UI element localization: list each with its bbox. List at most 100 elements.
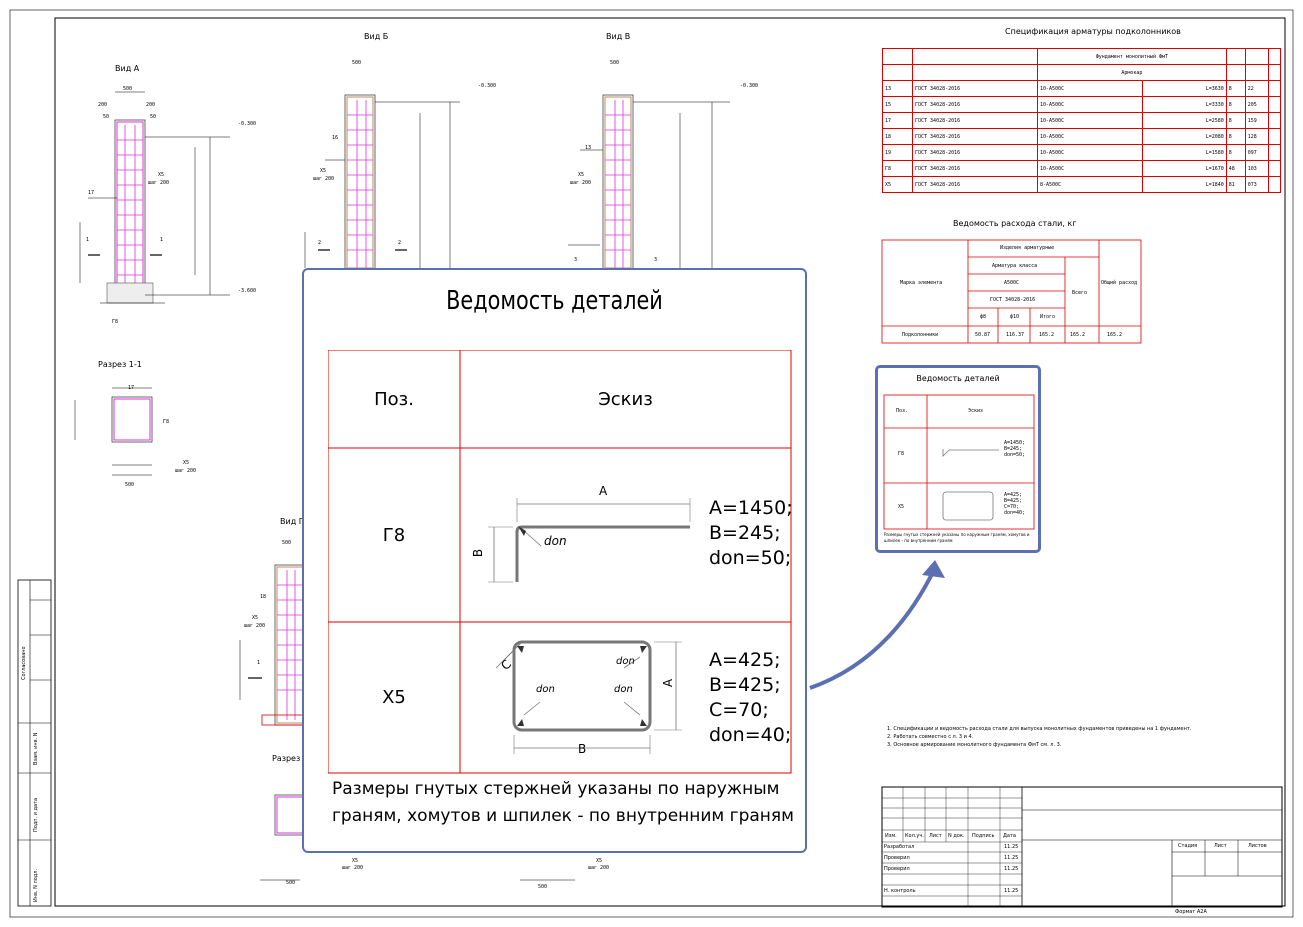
- inner-frame: [54, 17, 1286, 907]
- spec-header-row-1: Фундамент монолитный ФмТ: [882, 48, 1282, 65]
- x5-label: Х5: [578, 172, 585, 178]
- view-b-drawing: [304, 94, 460, 271]
- pos-label: 13: [585, 145, 592, 151]
- x5-label: Х5: [183, 460, 190, 466]
- mini-row2-pos: Х5: [898, 504, 905, 510]
- col-sketch-header: Эскиз: [598, 388, 653, 410]
- steel-h-d8: ф8: [980, 314, 987, 320]
- spec-subheader: Армокар: [1037, 64, 1227, 81]
- tb-izm: Изм.: [885, 833, 897, 839]
- step-label: шаг 200: [570, 180, 592, 186]
- tb-prover2: Проверил: [884, 866, 910, 872]
- tb-date: 11.25: [1004, 855, 1019, 861]
- steel-h-total: Всего: [1072, 290, 1088, 296]
- steel-col-element: Марка элемента: [900, 280, 943, 286]
- dim-label: 500: [352, 60, 362, 66]
- tb-ndok: N док.: [948, 833, 965, 839]
- section-mark: 1: [86, 237, 90, 243]
- step-label: шаг 200: [313, 176, 335, 182]
- tb-podp: Подпись: [972, 833, 995, 839]
- x5-dim-don: don: [536, 684, 555, 695]
- dim-label: 50: [150, 114, 157, 120]
- elevation-label: -0.300: [740, 83, 759, 89]
- elevation-label: -0.300: [478, 83, 497, 89]
- section-mark: 1: [160, 237, 164, 243]
- x5-label: Х5: [320, 168, 327, 174]
- g8-params: A=1450; B=245; don=50;: [709, 497, 793, 569]
- mini-table-svg: [883, 394, 1035, 530]
- steel-cell: 165.2: [1039, 332, 1055, 338]
- tb-list: Лист: [929, 833, 942, 839]
- detail-table-svg: [328, 350, 792, 774]
- pos-label: 16: [332, 135, 339, 141]
- tb-stadia: Стадия: [1178, 843, 1198, 849]
- view-v-title: Вид В: [606, 32, 631, 41]
- mini-note: Размеры гнутых стержней указаны по наруж…: [884, 532, 1030, 543]
- row-g8-pos: Г8: [382, 524, 406, 546]
- section-2-title: Разрез: [272, 754, 301, 763]
- section-mark: 2: [398, 240, 402, 246]
- mini-detail-panel: Ведомость деталей Поз. Эскиз Г8 Х5 A=145…: [875, 365, 1041, 553]
- callout-arrow: [809, 567, 937, 690]
- side-stamp: [17, 579, 52, 907]
- dim-label: 500: [610, 60, 620, 66]
- mini-col-sketch: Эскиз: [968, 408, 984, 414]
- dim-label: 500: [125, 482, 135, 488]
- spec-title: Спецификация арматуры подколонников: [1005, 27, 1181, 36]
- zoom-note: Размеры гнутых стержней указаны по наруж…: [332, 779, 794, 826]
- step-label: шаг 200: [148, 180, 170, 186]
- x5-params: A=425; B=425; C=70; don=40;: [709, 649, 792, 746]
- section-mark: 3: [574, 257, 578, 263]
- dim-label: 200: [98, 102, 108, 108]
- step-label: шаг 200: [588, 865, 610, 871]
- steel-h-a500: А500С: [1004, 280, 1020, 286]
- view-a-drawing: [79, 91, 230, 304]
- tb-format: Формат А2А: [1175, 909, 1207, 915]
- tb-date: 11.25: [1004, 888, 1019, 894]
- view-v-drawing: [568, 94, 730, 271]
- g8-dim-b: B: [471, 548, 486, 558]
- dim-label: 500: [282, 540, 292, 546]
- x5-dim-don: don: [616, 656, 635, 667]
- x5-label: Х5: [158, 172, 165, 178]
- dim-label: 50: [103, 114, 110, 120]
- step-label: шаг 200: [175, 468, 197, 474]
- dim-label: 500: [538, 884, 548, 890]
- steel-h-d10: ф10: [1010, 314, 1020, 320]
- view-a-title: Вид А: [115, 64, 140, 73]
- g8-label: Г8: [112, 319, 119, 325]
- g8-dim-a: A: [599, 484, 608, 498]
- tb-razrab: Разработал: [884, 844, 915, 850]
- g8-dim-don: don: [544, 534, 567, 548]
- steel-cell: 116.37: [1006, 332, 1025, 338]
- mini-row1-pos: Г8: [898, 451, 905, 457]
- steel-h-gost: ГОСТ 34028-2016: [990, 297, 1036, 303]
- steel-cell: 50.87: [975, 332, 991, 338]
- x5-dim-b: B: [578, 742, 587, 756]
- title-block-lines: [881, 786, 1283, 908]
- dim-label: 500: [286, 880, 296, 886]
- tb-nkontr: Н. контроль: [884, 888, 916, 894]
- x5-label: Х5: [352, 858, 359, 864]
- side-soglasovano: Согласовано: [21, 646, 27, 680]
- detail-zoom-panel: Ведомость деталей: [302, 268, 807, 853]
- elevation-label: -0.300: [238, 121, 257, 127]
- pos-label: 17: [128, 385, 135, 391]
- view-b-title: Вид Б: [364, 32, 389, 41]
- section-mark: 3: [654, 257, 658, 263]
- mini-col-pos: Поз.: [896, 408, 909, 414]
- step-label: шаг 200: [342, 865, 364, 871]
- pos-label: 17: [88, 190, 95, 196]
- side-inv: Инв. N подл.: [33, 868, 39, 902]
- outer-frame: [9, 9, 1294, 918]
- tb-data: Дата: [1003, 833, 1016, 839]
- spec-header-row-2: Армокар: [882, 64, 1282, 81]
- steel-h-total-small: Итого: [1040, 314, 1056, 320]
